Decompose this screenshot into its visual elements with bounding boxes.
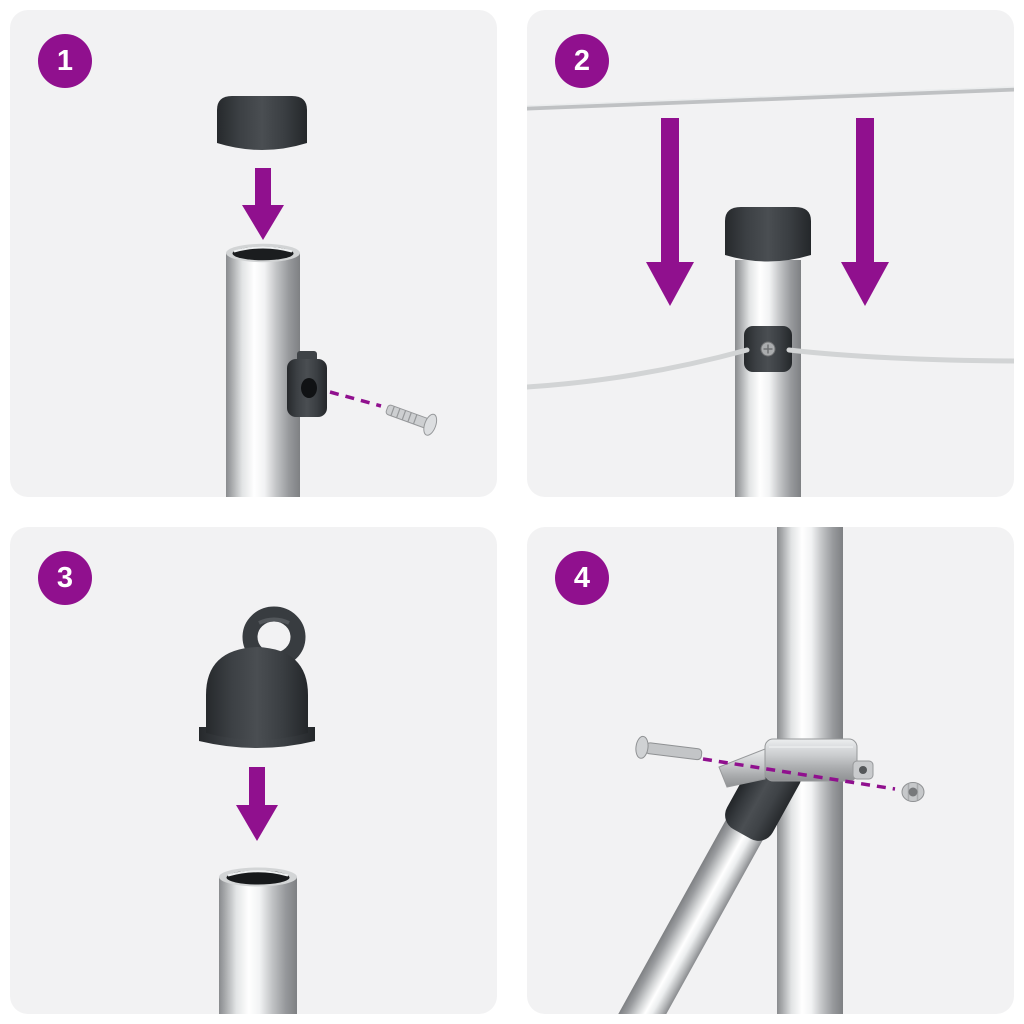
post-cap-icon — [217, 96, 307, 150]
bolt-icon — [635, 735, 703, 761]
step-4-panel: 4 — [527, 527, 1014, 1014]
step-4-illustration — [600, 527, 925, 1014]
step-2-panel: 2 — [527, 10, 1014, 497]
dashed-guide-line-4 — [702, 757, 896, 791]
step-3-illustration — [199, 606, 315, 1014]
step-2-illustration — [527, 86, 1014, 497]
step-3-panel: 3 — [10, 527, 497, 1014]
down-arrow-left-icon — [646, 118, 694, 306]
clamp-block-icon — [287, 351, 327, 417]
top-wire — [527, 86, 1014, 111]
diagonal-brace — [600, 750, 802, 1014]
down-arrow-icon — [242, 168, 284, 240]
wire-clamp-icon — [744, 326, 792, 372]
post-tube-3 — [219, 867, 297, 1014]
threaded-wire-left — [527, 347, 750, 390]
nut-icon — [901, 782, 925, 802]
eyelet-cap-icon — [199, 606, 315, 748]
screw-icon — [385, 404, 438, 436]
down-arrow-icon-3 — [236, 767, 278, 841]
step-2-number: 2 — [573, 44, 591, 77]
step-1-badge: 1 — [38, 34, 92, 88]
step-3-number: 3 — [56, 561, 74, 594]
brace-clamp-icon — [718, 738, 874, 788]
step-1-panel: 1 — [10, 10, 497, 497]
top-wire-highlight — [527, 86, 1014, 107]
step-2-badge: 2 — [555, 34, 609, 88]
step-4-number: 4 — [573, 561, 591, 594]
threaded-wire-right — [786, 347, 1014, 364]
dashed-guide-line — [329, 390, 382, 408]
step-1-number: 1 — [56, 44, 74, 77]
step-4-badge: 4 — [555, 551, 609, 605]
down-arrow-right-icon — [841, 118, 889, 306]
step-3-badge: 3 — [38, 551, 92, 605]
post-with-cap — [725, 207, 811, 497]
step-1-illustration — [217, 96, 438, 497]
